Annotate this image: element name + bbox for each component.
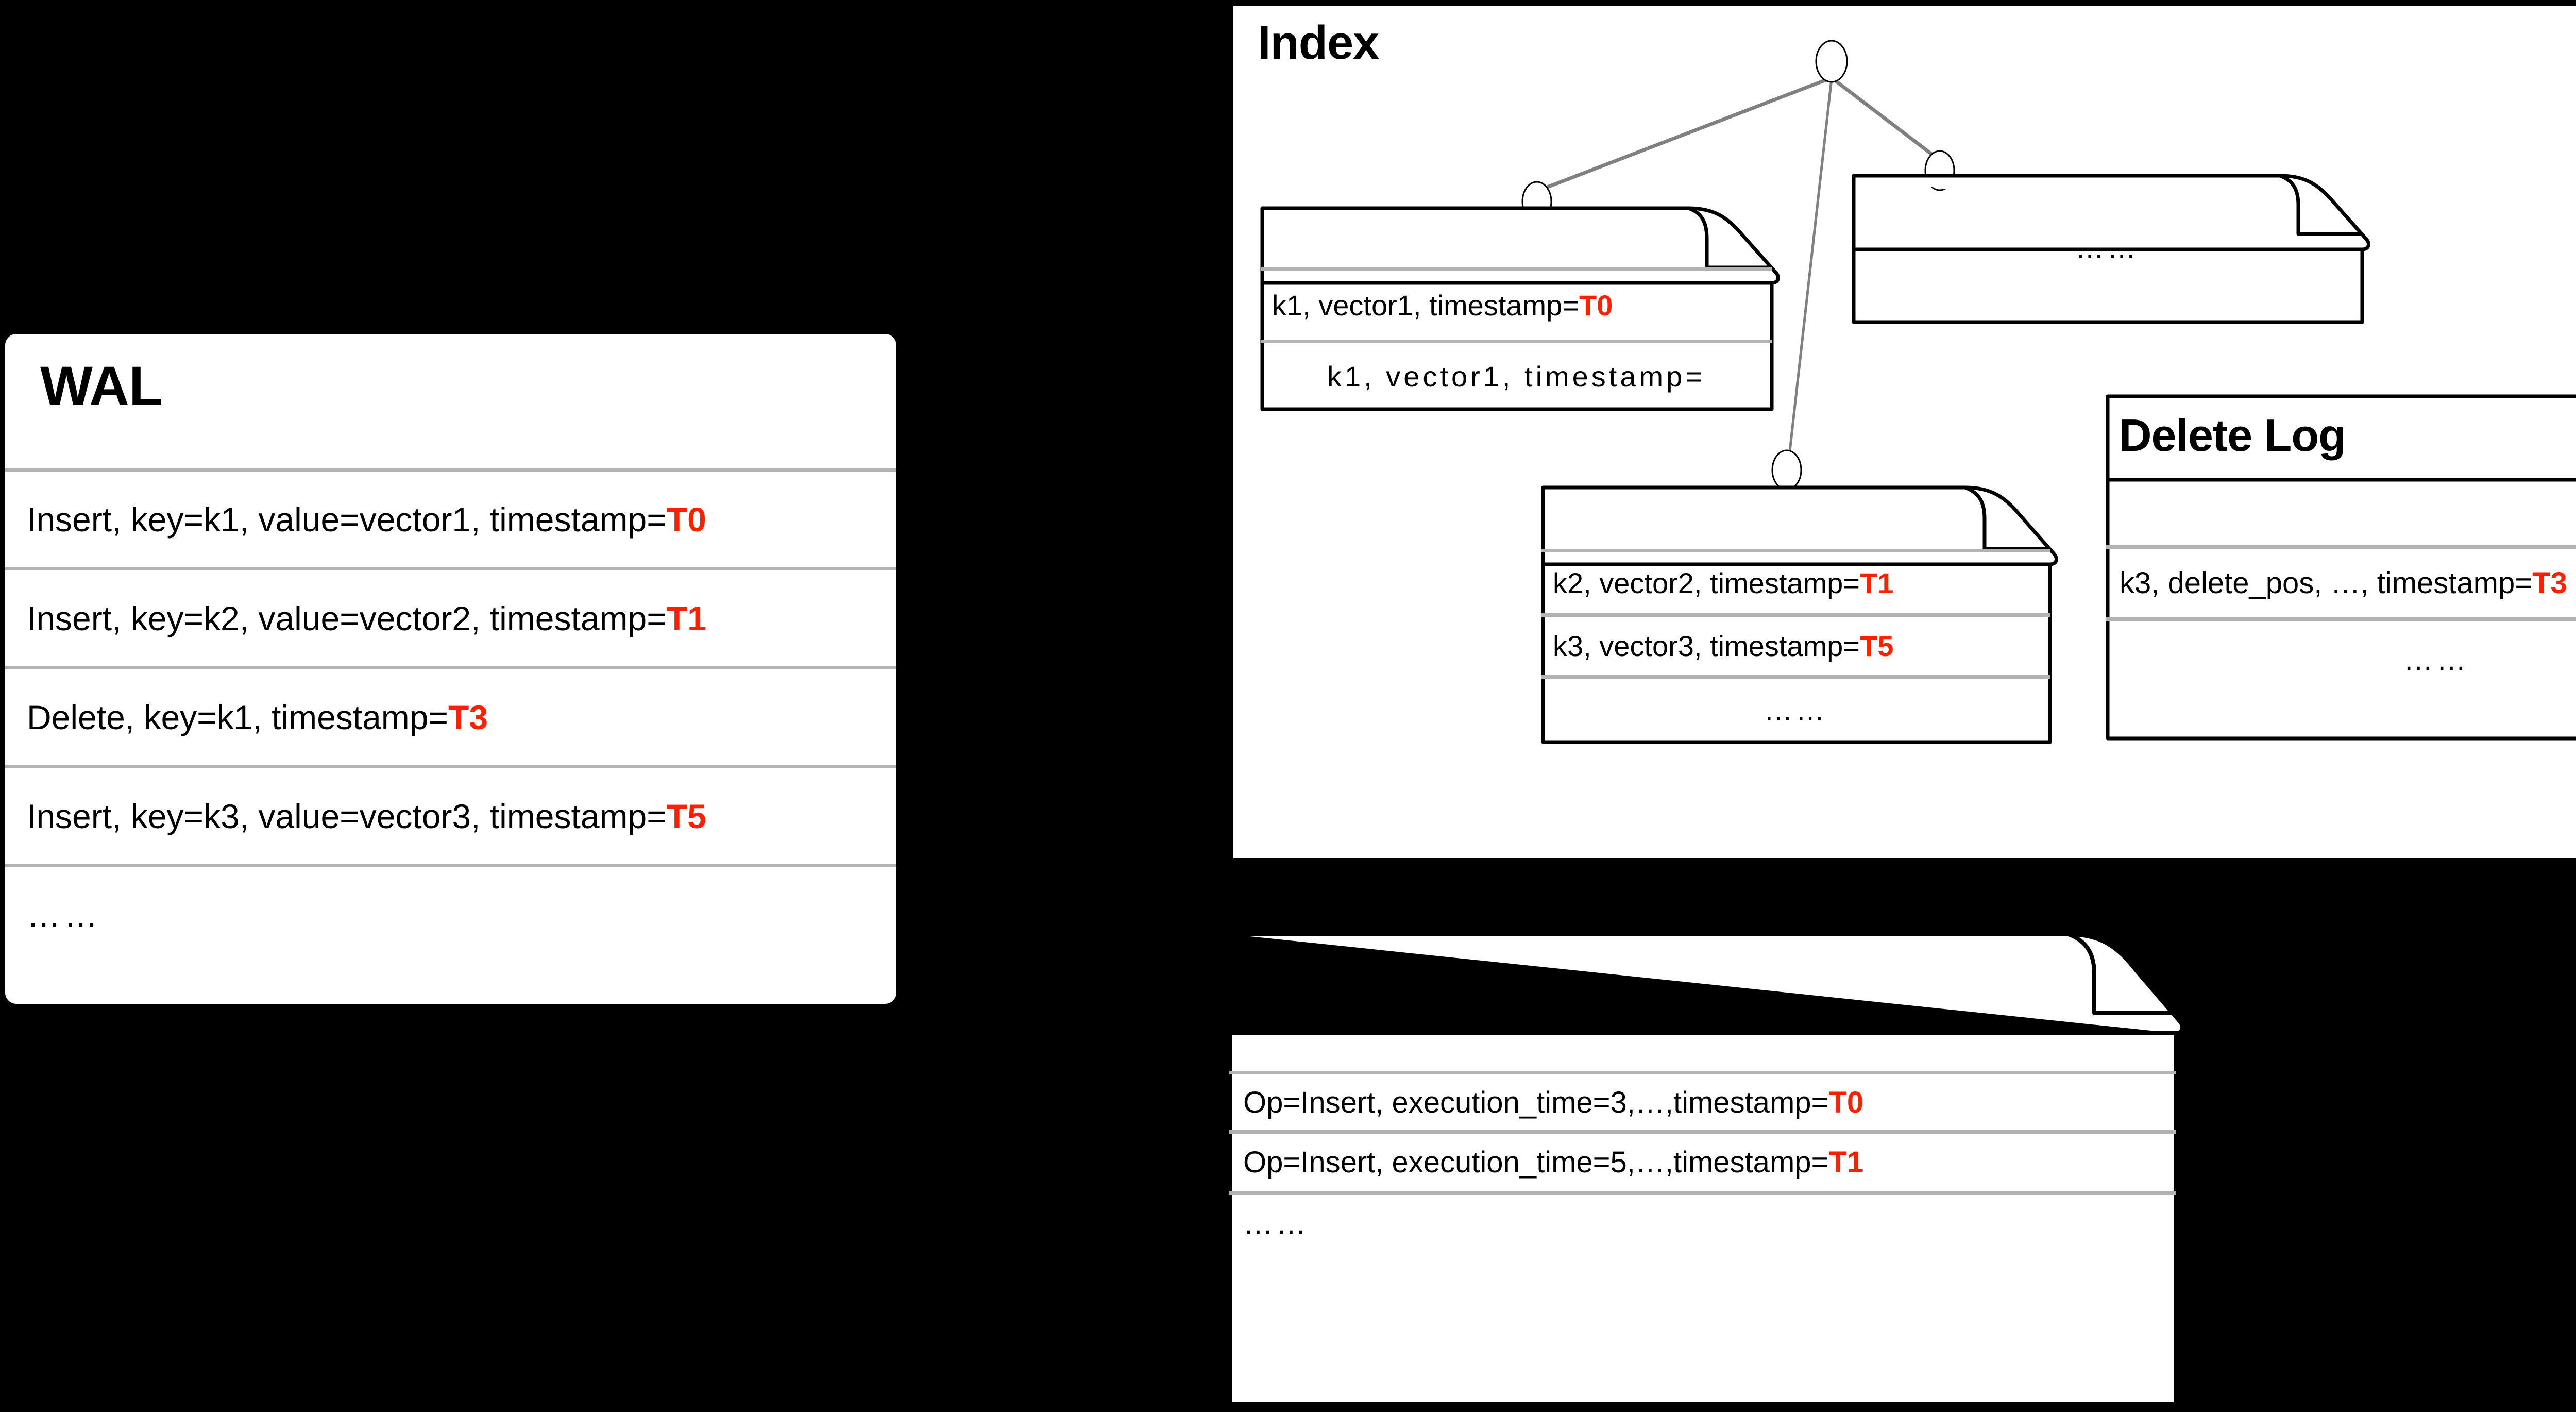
wal-row[interactable]: Delete, key=k1, timestamp=T3 (5, 666, 896, 765)
leaf-k2k3-row-timestamp: T5 (1860, 630, 1894, 662)
leaf-k1-row[interactable]: k1, vector1, timestamp=T0 (1261, 267, 1772, 340)
index-panel: Index k1, vector1, timestamp=T0 k1, vect… (1233, 6, 2576, 858)
wal-row-timestamp: T1 (666, 599, 706, 637)
wal-row[interactable]: Insert, key=k1, value=vector1, timestamp… (5, 468, 896, 567)
leaf-k2k3-row[interactable]: …… (1541, 675, 2050, 742)
delete-log-shape (2106, 394, 2576, 741)
bin-log-row-timestamp: T0 (1828, 1085, 1864, 1119)
leaf-k1-row-timestamp: T0 (1579, 289, 1613, 322)
delete-log-row[interactable]: …… (2106, 617, 2576, 738)
wal-row[interactable]: …… (5, 864, 896, 963)
leaf-k2k3-row[interactable]: k2, vector2, timestamp=T1 (1541, 549, 2050, 613)
wal-row-timestamp: T5 (666, 797, 706, 835)
leaf-k2k3-row-timestamp: T1 (1860, 566, 1894, 599)
leaf-ellipsis-text-wrap: …… (1852, 174, 2362, 322)
delete-log-row-ellipsis: …… (2403, 643, 2469, 677)
delete-log-title: Delete Log (2119, 410, 2346, 461)
leaf-k2k3-row[interactable]: k3, vector3, timestamp=T5 (1541, 613, 2050, 675)
middle-child-node (1771, 449, 1802, 491)
index-leaf-k2k3[interactable]: k2, vector2, timestamp=T1 k3, vector3, t… (1541, 485, 2058, 744)
bin-log-shape (1228, 932, 2185, 1406)
delete-log-card[interactable]: Delete Log k3, delete_pos, …, timestamp=… (2106, 394, 2576, 741)
tree-edge-left (1541, 76, 1833, 191)
index-leaf-k1[interactable]: k1, vector1, timestamp=T0 k1, vector1, t… (1260, 206, 1780, 411)
leaf-k2k3-row-ellipsis: …… (1764, 694, 1828, 727)
tree-edge-middle (1786, 78, 1833, 470)
wal-row[interactable]: Insert, key=k2, value=vector2, timestamp… (5, 567, 896, 666)
wal-row-timestamp: T0 (666, 500, 706, 539)
leaf-k2k3-row-text: k3, vector3, timestamp= (1553, 630, 1860, 662)
tree-edge-right (1830, 76, 1941, 162)
leaf-k1-row-ellipsis: k1, vector1, timestamp= (1327, 360, 1705, 393)
leaf-k1-row-text: k1, vector1, timestamp= (1272, 289, 1580, 322)
wal-row-text: Insert, key=k1, value=vector1, timestamp… (27, 500, 667, 539)
leaf-k1-shape (1260, 206, 1780, 411)
bin-log-row-timestamp: T1 (1828, 1146, 1864, 1179)
bin-log-row[interactable]: Op=Insert, execution_time=3,…,timestamp=… (1229, 1071, 2176, 1130)
leaf-k1-row[interactable]: k1, vector1, timestamp= (1261, 340, 1772, 409)
index-title: Index (1258, 16, 1379, 69)
bin-log-row[interactable]: …… (1229, 1191, 2176, 1253)
bin-log-row[interactable]: Op=Insert, execution_time=5,…,timestamp=… (1229, 1130, 2176, 1191)
wal-row-timestamp: T3 (448, 698, 488, 736)
leaf-ellipsis-shape (1852, 174, 2370, 324)
bin-log-row-text: Op=Insert, execution_time=5,…,timestamp= (1243, 1146, 1829, 1179)
delete-log-row-text: k3, delete_pos, …, timestamp= (2120, 566, 2533, 600)
root-node (1815, 40, 1848, 83)
wal-row-text: Insert, key=k2, value=vector2, timestamp… (27, 599, 667, 637)
leaf-k2k3-row-text: k2, vector2, timestamp= (1553, 566, 1860, 599)
wal-title: WAL (40, 355, 163, 417)
index-leaf-ellipsis[interactable]: …… (1852, 174, 2370, 324)
leaf-ellipsis-text: …… (2075, 232, 2139, 264)
delete-log-row-timestamp: T3 (2532, 566, 2567, 600)
wal-panel: WAL Insert, key=k1, value=vector1, times… (5, 334, 896, 1004)
wal-row-text: Delete, key=k1, timestamp= (27, 698, 449, 736)
bin-log-row-ellipsis: …… (1243, 1207, 1309, 1240)
wal-row-text: Insert, key=k3, value=vector3, timestamp… (27, 797, 667, 835)
wal-row[interactable]: Insert, key=k3, value=vector3, timestamp… (5, 765, 896, 864)
wal-row-ellipsis: …… (27, 896, 101, 934)
delete-log-row[interactable]: k3, delete_pos, …, timestamp=T3 (2106, 545, 2576, 617)
bin-log-card[interactable]: Bin Log Op=Insert, execution_time=3,…,ti… (1228, 932, 2223, 1406)
bin-log-title: Bin Log (1242, 949, 1427, 1005)
bin-log-row-text: Op=Insert, execution_time=3,…,timestamp= (1243, 1085, 1829, 1119)
